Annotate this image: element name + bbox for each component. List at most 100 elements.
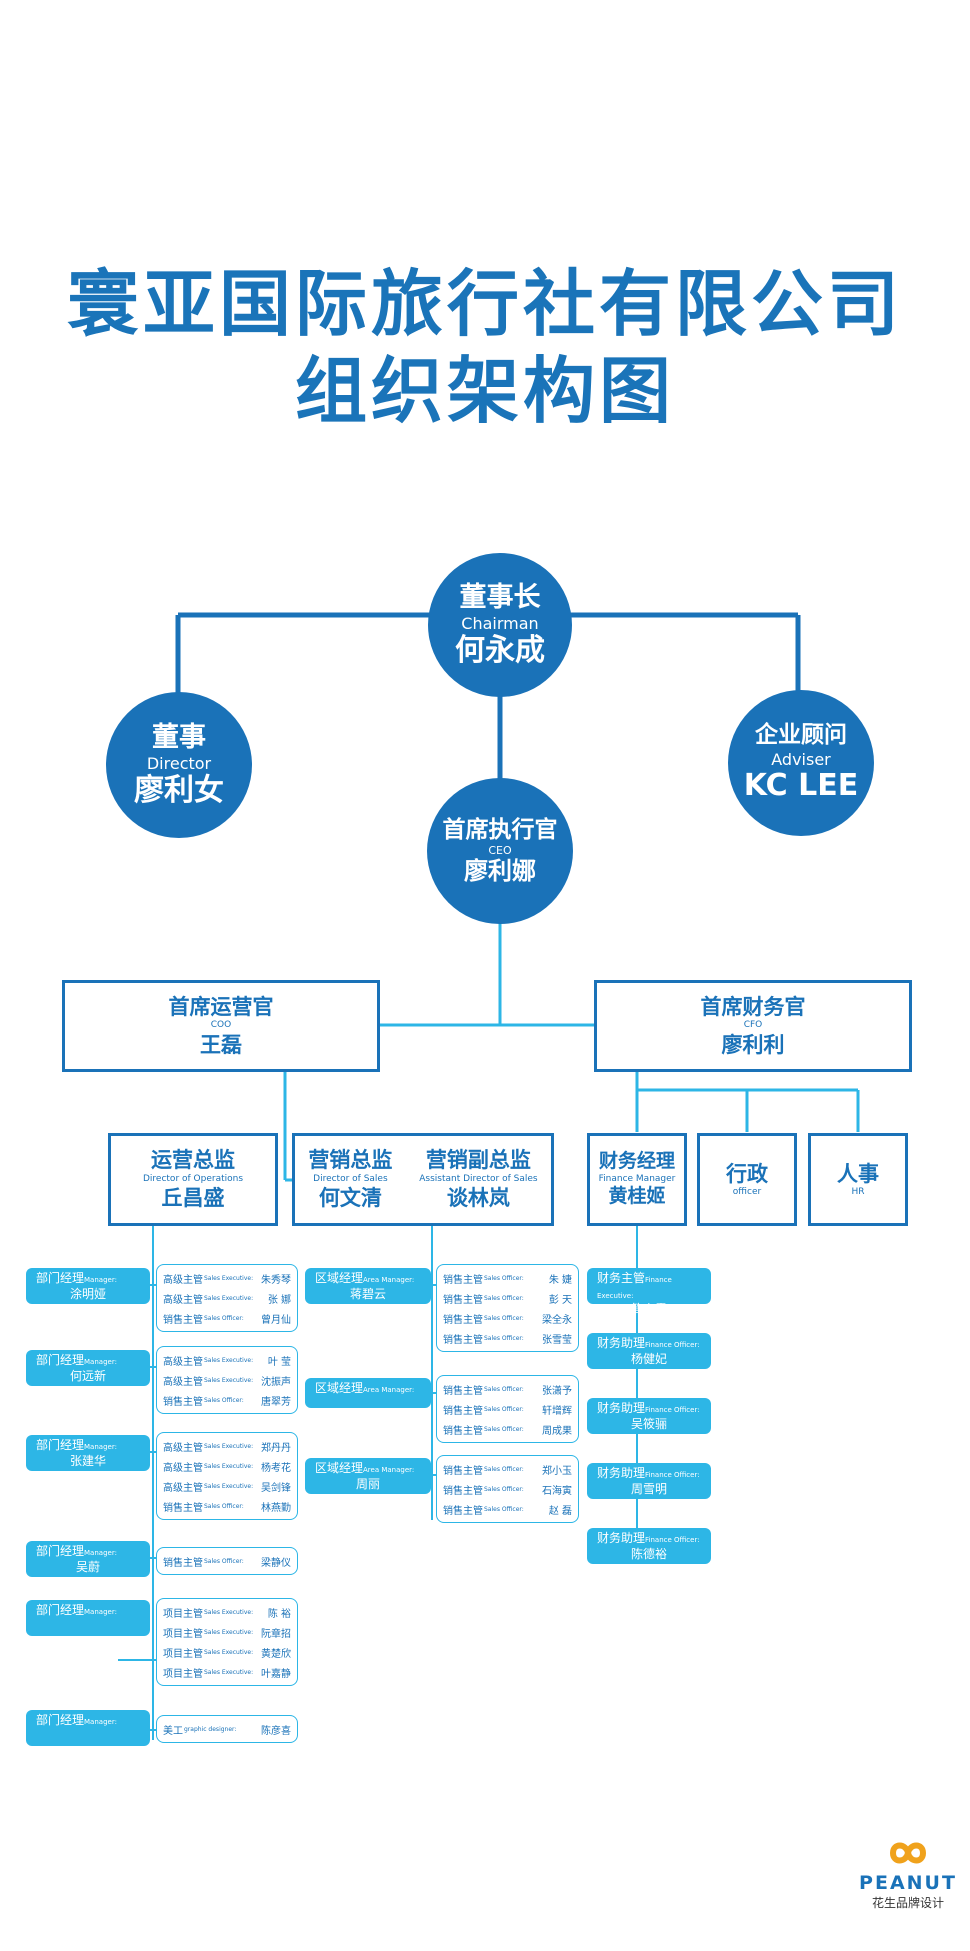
sales-assistant-en: Assistant Director of Sales bbox=[419, 1173, 538, 1184]
ceo-en: CEO bbox=[488, 844, 512, 858]
role-en: Sales Officer: bbox=[204, 1396, 244, 1404]
role: 美工 bbox=[163, 1725, 183, 1737]
director-node: 董事 Director 廖利女 bbox=[106, 692, 252, 838]
role-en: Sales Officer: bbox=[484, 1385, 524, 1393]
finance-staff-4: 财务助理Finance Officer: 周雪明 bbox=[587, 1463, 711, 1499]
finance-manager-box: 财务经理 Finance Manager 黄桂姬 bbox=[587, 1133, 687, 1226]
role: 高级主管 bbox=[163, 1294, 203, 1306]
mgr-label: 部门经理 bbox=[36, 1353, 85, 1367]
role: 财务主管 bbox=[597, 1271, 646, 1285]
chairman-title: 董事长 bbox=[459, 581, 541, 613]
staff-name: 林燕勤 bbox=[261, 1502, 291, 1514]
coo-name: 王磊 bbox=[200, 1032, 242, 1057]
role: 财务助理 bbox=[597, 1466, 646, 1480]
staff-name: 石海寅 bbox=[542, 1485, 572, 1497]
ceo-name: 廖利娜 bbox=[464, 856, 536, 885]
logo-brand: PEANUT bbox=[859, 1872, 957, 1894]
role-en: graphic designer: bbox=[184, 1725, 237, 1733]
role: 销售主管 bbox=[163, 1502, 203, 1514]
role-en: Sales Executive: bbox=[204, 1274, 254, 1282]
mgr-en: Manager: bbox=[84, 1443, 117, 1451]
mgr-name: 张建华 bbox=[69, 1453, 106, 1468]
role-en: Sales Officer: bbox=[484, 1465, 524, 1473]
sales-assistant-name: 谈林岚 bbox=[446, 1186, 510, 1211]
role-en: Finance Officer: bbox=[645, 1406, 700, 1414]
staff-name: 黄楚欣 bbox=[261, 1648, 291, 1660]
logo-sub: 花生品牌设计 bbox=[871, 1896, 944, 1910]
staff-name: 杨健妃 bbox=[630, 1351, 667, 1366]
hr-en: HR bbox=[851, 1186, 865, 1197]
sales-director: 营销总监 Director of Sales 何文清 bbox=[308, 1147, 392, 1211]
role: 销售主管 bbox=[443, 1274, 483, 1286]
role-en: Sales Officer: bbox=[484, 1405, 524, 1413]
ops-dept-manager-5: 部门经理Manager: bbox=[26, 1600, 150, 1636]
ceo-title: 首席执行官 bbox=[442, 816, 558, 843]
role-en: Sales Officer: bbox=[204, 1314, 244, 1322]
cfo-box: 首席财务官 CFO 廖利利 bbox=[594, 980, 912, 1072]
role-en: Sales Officer: bbox=[204, 1502, 244, 1510]
ops-dept-manager-1: 部门经理Manager: 涂明娅 bbox=[26, 1268, 150, 1304]
hr-box: 人事 HR bbox=[808, 1133, 908, 1226]
sales-assistant-title: 营销副总监 bbox=[425, 1148, 531, 1173]
staff-name: 杨考花 bbox=[261, 1462, 291, 1474]
mgr-name: 何远新 bbox=[69, 1368, 106, 1383]
staff-name: 简少霭 bbox=[630, 1302, 667, 1317]
mgr-label: 部门经理 bbox=[36, 1438, 85, 1452]
role: 财务助理 bbox=[597, 1336, 646, 1350]
finance-staff-5: 财务助理Finance Officer: 陈德裕 bbox=[587, 1528, 711, 1564]
role: 销售主管 bbox=[163, 1396, 203, 1408]
admin-title: 行政 bbox=[726, 1161, 768, 1186]
adviser-en: Adviser bbox=[771, 749, 831, 769]
mgr-label: 部门经理 bbox=[36, 1271, 85, 1285]
mgr-en: Area Manager: bbox=[363, 1466, 415, 1474]
ops-director-title: 运营总监 bbox=[151, 1148, 235, 1173]
role-en: Sales Executive: bbox=[204, 1376, 254, 1384]
ops-director-name: 丘昌盛 bbox=[161, 1186, 225, 1211]
mgr-name: 蒋碧云 bbox=[349, 1286, 386, 1301]
role-en: Finance Officer: bbox=[645, 1341, 700, 1349]
role: 销售主管 bbox=[443, 1465, 483, 1477]
role: 高级主管 bbox=[163, 1274, 203, 1286]
staff-name: 郑小玉 bbox=[542, 1465, 572, 1477]
role-en: Finance Officer: bbox=[645, 1471, 700, 1479]
ops-dept-manager-3: 部门经理Manager: 张建华 bbox=[26, 1435, 150, 1471]
role-en: Sales Executive: bbox=[204, 1294, 254, 1302]
ops-dept-manager-6: 部门经理Manager: bbox=[26, 1710, 150, 1746]
role: 财务助理 bbox=[597, 1401, 646, 1415]
mgr-label: 区域经理 bbox=[315, 1271, 364, 1285]
staff-name: 梁全永 bbox=[542, 1314, 572, 1326]
role-en: Sales Officer: bbox=[484, 1334, 524, 1342]
staff-name: 吴剑锋 bbox=[261, 1482, 291, 1494]
role: 销售主管 bbox=[443, 1425, 483, 1437]
coo-en: COO bbox=[210, 1020, 232, 1031]
role-en: Sales Executive: bbox=[204, 1482, 254, 1490]
mgr-en: Manager: bbox=[84, 1358, 117, 1366]
role: 销售主管 bbox=[443, 1405, 483, 1417]
admin-box: 行政 officer bbox=[697, 1133, 797, 1226]
role-en: Sales Executive: bbox=[204, 1628, 254, 1636]
ops-director-en: Director of Operations bbox=[142, 1173, 244, 1184]
adviser-title: 企业顾问 bbox=[755, 722, 847, 749]
peanut-logo: PEANUT 花生品牌设计 bbox=[858, 1838, 958, 1911]
role: 高级主管 bbox=[163, 1442, 203, 1454]
director-en: Director bbox=[146, 754, 212, 774]
staff-name: 张 娜 bbox=[267, 1294, 291, 1306]
